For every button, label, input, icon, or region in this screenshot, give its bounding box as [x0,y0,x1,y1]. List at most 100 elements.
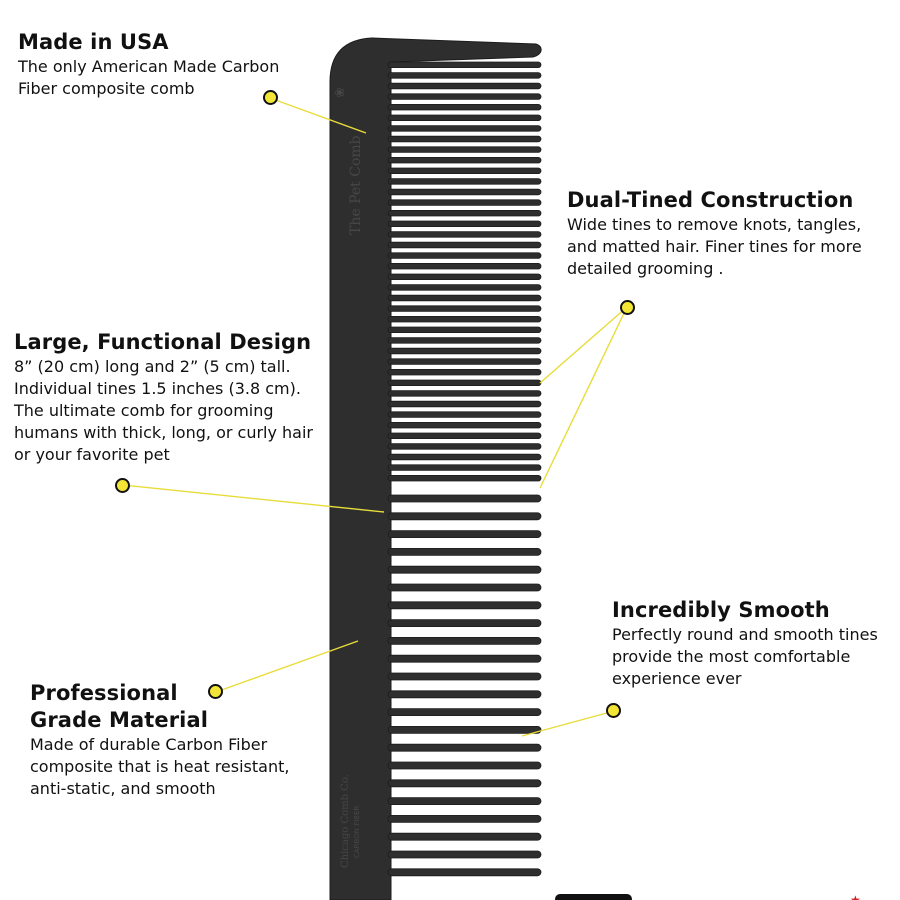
comb-stamp-text: Chicago Comb Co. [340,774,351,868]
comb-tine [387,252,542,259]
callout-title: Large, Functional Design [14,330,312,354]
callout-title: Dual-Tined Construction [567,188,854,212]
comb-tine [387,779,542,788]
comb-tine [387,135,542,143]
comb-tine [387,443,542,450]
leader-line-usa [269,97,367,134]
paw-print-icon: ❀ [333,87,348,98]
comb-tine [387,637,542,645]
comb-tine [387,178,542,185]
comb-tine [387,601,542,610]
comb-tine [387,146,542,153]
comb-tine [387,305,542,312]
comb-tine [387,654,542,663]
comb-stamp-subtext: CARBON FIBER [353,805,361,858]
comb-tine [387,82,542,90]
comb-tine [387,797,542,805]
comb-tine [387,726,542,734]
comb-tine [387,743,542,752]
comb-brand-text: The Pet Comb [348,135,364,235]
comb-tine [387,512,542,521]
comb-tine [387,125,542,132]
comb-tine [387,326,542,333]
comb-tine [387,530,542,538]
star-icon: ★ [850,893,861,900]
comb-tine [387,337,542,344]
comb-tine [387,453,542,461]
badge-fragment [555,894,632,900]
comb-tine [387,868,542,877]
comb-tine [387,379,542,386]
comb-tine [387,199,542,206]
comb-tine [387,61,542,68]
comb-tine [387,672,542,681]
leader-line-dual-lower [539,306,628,489]
comb-tine [387,262,542,270]
comb-tine [387,494,542,503]
comb-tine [387,114,542,121]
callout-title: Incredibly Smooth [612,598,830,622]
comb-tine [387,619,542,627]
callout-title: Made in USA [18,30,169,54]
comb-tine [387,104,542,111]
comb-tine [387,294,542,302]
callout-body: Perfectly round and smooth tines provide… [612,625,878,688]
comb-tine [387,273,542,280]
marker-dot-large [115,478,130,493]
comb-tine [387,708,542,716]
callout-made-in-usa: Made in USA The only American Made Carbo… [18,29,318,100]
comb-tine [387,358,542,365]
comb-spine [329,37,542,900]
comb-tine [387,156,542,164]
comb-tine [387,167,542,174]
comb-tine [387,432,542,439]
leader-line-professional [215,640,359,693]
comb-tine [387,93,542,100]
leader-lines [122,97,628,737]
callout-title: Professional Grade Material [30,681,209,732]
comb-tine [387,231,542,238]
marker-dot-dual [620,300,635,315]
comb-tine [387,72,542,79]
callout-incredibly-smooth: Incredibly Smooth Perfectly round and sm… [612,597,897,690]
comb-tine [387,850,542,859]
comb-tine [387,421,542,429]
comb-tine [387,761,542,770]
marker-dot-smooth [606,703,621,718]
marker-dot-professional [208,684,223,699]
comb-tine [387,548,542,556]
comb-tine [387,474,542,482]
comb-tine [387,209,542,217]
comb-tine [387,411,542,418]
leader-line-dual-upper [539,306,628,384]
comb-tines [387,61,542,877]
comb-tine [387,690,542,699]
comb-tine [387,565,542,574]
comb-tine [387,400,542,408]
callout-professional-material: Professional Grade Material Made of dura… [30,680,320,800]
comb-tine [387,220,542,227]
comb-tine [387,583,542,592]
comb-tine [387,284,542,291]
callout-body: 8” (20 cm) long and 2” (5 cm) tall. Indi… [14,357,313,464]
marker-dot-usa [263,90,278,105]
comb-tine [387,347,542,355]
leader-line-smooth [521,710,615,737]
callout-dual-tined: Dual-Tined Construction Wide tines to re… [567,187,887,280]
comb-tine [387,815,542,823]
comb-tine [387,241,542,249]
callout-body: The only American Made Carbon Fiber comp… [18,57,280,98]
callout-body: Wide tines to remove knots, tangles, and… [567,215,862,278]
comb-tine [387,315,542,323]
comb-tine [387,390,542,397]
comb-tine [387,188,542,196]
comb-tine [387,464,542,471]
comb-tine [387,832,542,841]
leader-line-large [122,484,385,513]
comb-tine [387,368,542,376]
callout-large-design: Large, Functional Design 8” (20 cm) long… [14,329,334,466]
callout-body: Made of durable Carbon Fiber composite t… [30,735,290,798]
carbon-fiber-comb [329,37,542,900]
